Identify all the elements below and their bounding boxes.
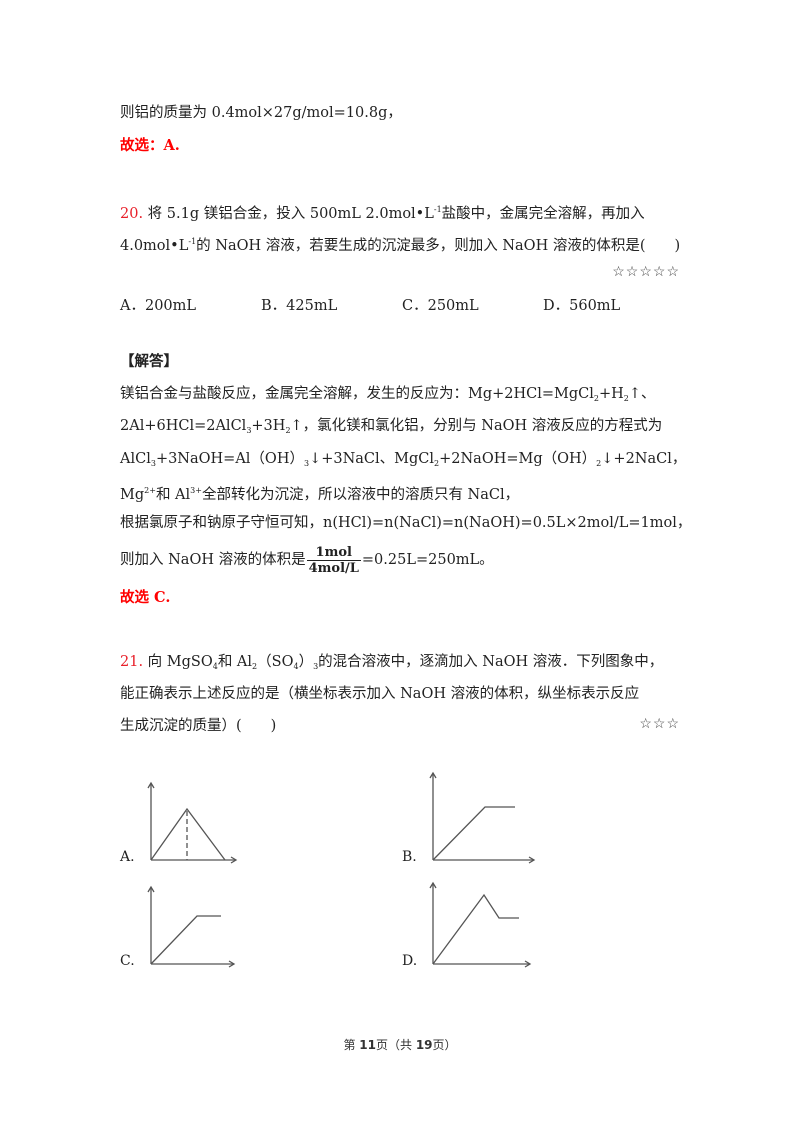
q21-graph-label-d: D. <box>402 953 418 969</box>
q21-number: 21. <box>120 654 144 670</box>
graph-c <box>147 885 236 968</box>
prev-answer: 故选：A. <box>120 137 180 154</box>
q20-solution-line1: 镁铝合金与盐酸反应，金属完全溶解，发生的反应为：Mg+2HCl=MgCl2+H2… <box>120 386 656 403</box>
q20-option-c: C．250mL <box>402 298 479 314</box>
q20-number: 20. <box>120 206 144 222</box>
page-footer: 第 11页（共 19页） <box>343 1038 457 1052</box>
q20-option-b: B．425mL <box>261 298 338 314</box>
graph-d <box>429 881 532 968</box>
q21-line1: 21. 向 MgSO4和 Al2（SO4）3的混合溶液中，逐滴加入 NaOH 溶… <box>120 654 664 671</box>
q21-line3: 生成沉淀的质量）( ) <box>120 718 277 734</box>
q20-solution-line3: AlCl3+3NaOH=Al（OH）3↓+3NaCl、MgCl2+2NaOH=M… <box>120 451 687 468</box>
graph-a <box>147 781 238 864</box>
q21-difficulty-stars: ☆☆☆ <box>639 716 680 732</box>
q20-solution-line5: 根据氯原子和钠原子守恒可知，n(HCl)=n(NaCl)=n(NaOH)=0.5… <box>120 515 692 531</box>
q21-graph-label-a: A. <box>120 849 135 865</box>
graph-b <box>429 771 536 864</box>
q20-difficulty-stars: ☆☆☆☆☆ <box>612 264 680 280</box>
current-page: 11 <box>359 1038 376 1052</box>
q20-option-a: A．200mL <box>120 298 197 314</box>
q20-solution-line2: 2Al+6HCl=2AlCl3+3H2↑，氯化镁和氯化铝，分别与 NaOH 溶液… <box>120 418 663 435</box>
prev-mass-line: 则铝的质量为 0.4mol×27g/mol=10.8g， <box>120 105 402 121</box>
q20-line2: 4.0mol•L-1的 NaOH 溶液，若要生成的沉淀最多，则加入 NaOH 溶… <box>120 237 681 254</box>
q20-line1: 20. 将 5.1g 镁铝合金，投入 500mL 2.0mol•L-1盐酸中，金… <box>120 205 645 222</box>
q20-option-d: D．560mL <box>543 298 621 314</box>
q20-solution-line4: Mg2+和 Al3+全部转化为沉淀，所以溶液中的溶质只有 NaCl， <box>120 486 520 503</box>
q21-line2: 能正确表示上述反应的是（横坐标表示加入 NaOH 溶液的体积，纵坐标表示反应 <box>120 686 640 702</box>
q21-graph-label-c: C. <box>120 953 135 969</box>
q20-answer: 故选 C. <box>120 589 171 606</box>
q20-solution-header: 【解答】 <box>120 353 178 370</box>
q21-graph-label-b: B. <box>402 849 417 865</box>
total-pages: 19 <box>415 1038 433 1052</box>
